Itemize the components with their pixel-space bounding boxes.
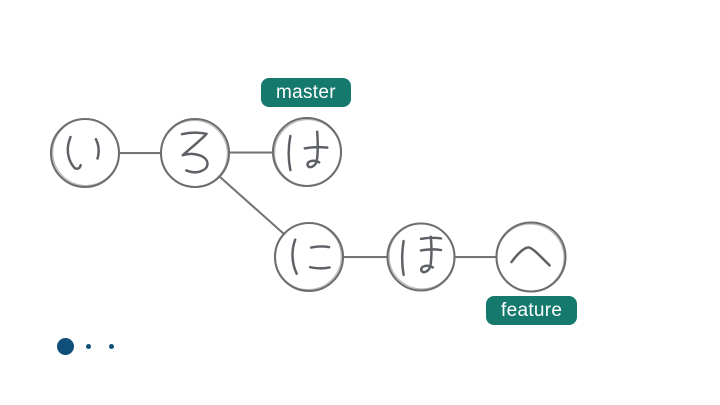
hiragana-ro-glyph (180, 131, 209, 174)
commit-circle-sketch (496, 223, 565, 293)
commit-circle-sketch (52, 118, 120, 187)
edge-ro-ni (218, 175, 286, 236)
commit-node-ho (386, 222, 456, 292)
commit-node-i (49, 117, 121, 189)
commit-circle-sketch (388, 222, 456, 290)
commit-node-ha (271, 116, 343, 188)
commit-circle-sketch (274, 119, 342, 187)
hiragana-i-glyph (66, 135, 100, 171)
hiragana-he-glyph (510, 246, 551, 267)
pager-dot[interactable] (109, 343, 114, 349)
commit-circle-sketch (274, 222, 342, 291)
branch-label-feature: feature (486, 296, 578, 325)
edge-ro-ni-sketch (220, 177, 286, 236)
branch-label-master: master (261, 78, 351, 107)
commit-node-ro (159, 117, 231, 189)
pager-dot-active[interactable] (57, 337, 74, 355)
commit-node-ni (273, 221, 345, 293)
commit-circle-sketch (160, 119, 228, 188)
commit-node-he (495, 221, 567, 293)
hiragana-ho-glyph (400, 235, 443, 277)
edges (117, 151, 499, 259)
slide-pager (57, 337, 114, 355)
hiragana-ha-glyph (287, 130, 329, 172)
pager-dot[interactable] (86, 343, 91, 349)
hiragana-ni-glyph (291, 238, 331, 275)
